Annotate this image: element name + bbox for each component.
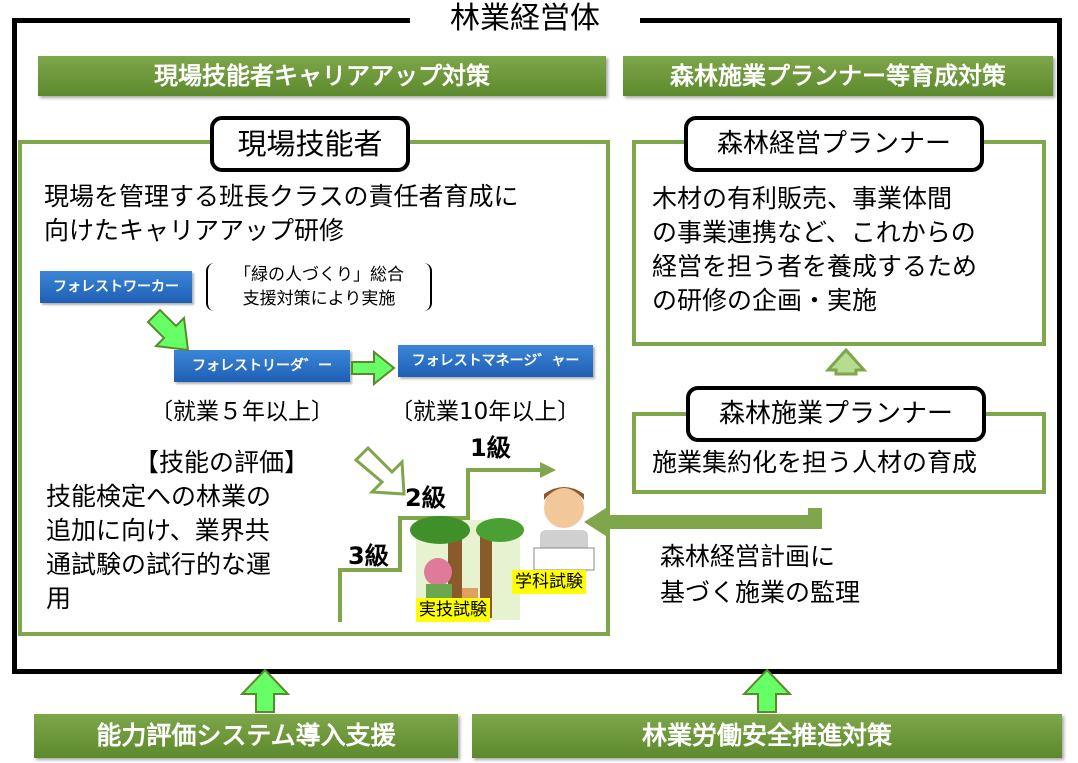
left-panel <box>18 140 610 636</box>
right-desc-3: 経営を担う者を養成するため <box>652 252 978 281</box>
supervision-connector <box>602 508 822 529</box>
worker-note: 「緑の人づくり」総合 支援対策により実施 <box>206 263 432 311</box>
eval-line-2: 追加に向け、業界共 <box>46 516 270 545</box>
left-header: 現場技能者キャリアアップ対策 <box>38 56 606 96</box>
written-exam-illustration <box>533 487 595 574</box>
level-3: 3級 <box>348 542 389 570</box>
field-worker-title: 現場技能者 <box>210 116 410 172</box>
written-exam-label: 学科試験 <box>512 570 586 594</box>
right-desc-4: の研修の企画・実施 <box>652 286 878 315</box>
level-staircase <box>338 468 540 622</box>
staircase-arrowhead <box>540 462 556 478</box>
forest-management-planner-title: 森林経営プランナー <box>684 116 984 172</box>
evaluation-arrow <box>353 445 406 496</box>
forest-worker-label: フォレストワーカー <box>40 271 192 303</box>
manager-requirement-text: 就業10年以上 <box>413 399 558 425</box>
arrow-up-bottom-left <box>239 668 291 713</box>
page-title: 林業経営体 <box>410 2 640 36</box>
arrow-leader-to-manager <box>351 349 396 387</box>
arrow-worker-to-leader <box>146 308 190 352</box>
bottom-left-bar: 能力評価システム導入支援 <box>34 714 458 758</box>
right-desc-1: 木材の有利販売、事業体間 <box>652 184 953 213</box>
eval-line-1: 技能検定への林業の <box>46 482 272 511</box>
level-1: 1級 <box>470 434 511 462</box>
leader-requirement: 〔就業５年以上〕 <box>150 399 334 425</box>
forest-leader-label: フォレストリーダ゛ー <box>174 350 350 382</box>
leader-requirement-text: 就業５年以上 <box>173 399 311 425</box>
arrow-up-bottom-right <box>741 668 793 713</box>
bottom-right-bar: 林業労働安全推進対策 <box>472 714 1062 758</box>
level-2: 2級 <box>405 484 446 512</box>
forest-operation-planner-title: 森林施業プランナー <box>686 386 986 442</box>
eval-line-3: 通試験の試行的な運 <box>46 550 272 579</box>
supervision-arrowhead <box>584 508 606 536</box>
left-description-2: 向けたキャリアアップ研修 <box>44 216 345 245</box>
forest-manager-label: フォレストマネージ゛ャー <box>398 345 593 377</box>
supervision-line-1: 森林経営計画に <box>660 542 836 571</box>
right-header: 森林施業プランナー等育成対策 <box>623 56 1053 96</box>
right-desc-2: の事業連携など、これからの <box>652 218 976 247</box>
worker-note-line1: 「緑の人づくり」総合 <box>234 265 404 285</box>
worker-note-line2: 支援対策により実施 <box>242 289 396 309</box>
supervision-line-2: 基づく施業の監理 <box>660 578 861 607</box>
eval-title: 【技能の評価】 <box>134 448 310 477</box>
practical-exam-label: 実技試験 <box>416 598 490 622</box>
right-lower-text: 施業集約化を担う人材の育成 <box>652 448 978 477</box>
left-description-1: 現場を管理する班長クラスの責任者育成に <box>44 182 519 211</box>
manager-requirement: 〔就業10年以上〕 <box>390 399 581 425</box>
arrow-up-right-panel <box>824 347 868 376</box>
eval-line-4: 用 <box>46 584 72 613</box>
